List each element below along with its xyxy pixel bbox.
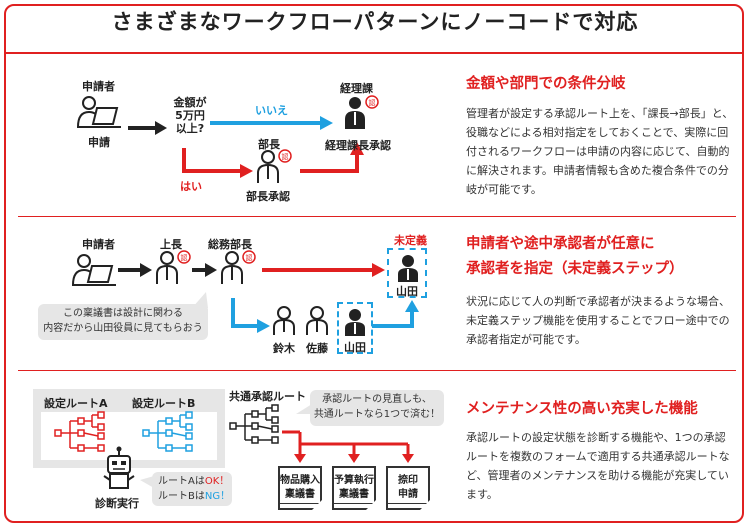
stamp-icon: 認 (181, 253, 188, 262)
diagnose-result-bubble: ルートAはOK！ ルートBはNG！ (152, 472, 232, 506)
gm-person-icon: 認 (221, 250, 256, 284)
section3-body: 承認ルートの設定状態を診断する機能や、1つの承認ルートを複数のフォームで適用する… (466, 431, 730, 501)
result-a-value: OK！ (204, 476, 230, 487)
laptop-user-icon (72, 254, 116, 286)
doc-seal-line2: 申請 (398, 489, 418, 500)
diagnose-label: 診断実行 (95, 497, 139, 510)
s2-undefined-label: 未定義 (394, 234, 427, 247)
common-bubble-line2: 共通ルートなら1つで済む！ (313, 409, 441, 420)
s1-apply-label: 申請 (88, 136, 110, 149)
s1-accounting-label: 経理課 (340, 82, 373, 95)
undefined-person-icon (398, 255, 418, 282)
s1-condition-line1: 金額が (173, 96, 207, 109)
section3-heading: メンテナンス性の高い充実した機能 (466, 401, 698, 417)
s2-gm-label: 総務部長 (208, 238, 252, 251)
s2-sato-label: 佐藤 (306, 342, 328, 355)
s1-manager-approve: 部長承認 (246, 190, 290, 203)
result-b-line: ルートBはNG！ (158, 489, 232, 504)
s1-condition: 金額が 5万円 以上? (170, 96, 210, 135)
outer-frame (4, 4, 744, 523)
suzuki-person-icon (273, 306, 295, 335)
doc-budget: 予算執行 稟議書 (332, 466, 376, 510)
doc-seal: 捺印 申請 (386, 466, 430, 510)
doc-budget-line2: 稟議書 (339, 489, 369, 500)
undefined-step-box (387, 248, 427, 298)
section1-body: 管理者が設定する承認ルート上を、「課長→部長」と、役職などによる相対指定をしてお… (466, 107, 734, 196)
stamp-icon: 認 (282, 152, 289, 161)
accounting-person-icon: 認 (345, 95, 379, 129)
s2-boss-label: 上長 (160, 238, 182, 251)
robot-icon (103, 446, 135, 489)
yamada-candidate-box (337, 302, 373, 354)
section2-heading-2: 承認者を指定（未定義ステップ） (466, 261, 684, 277)
page-title: さまざまなワークフローパターンにノーコードで対応 (111, 10, 639, 34)
s2-bubble-line1: この稟議書は設計に関わる (63, 308, 183, 319)
s2-suzuki-label: 鈴木 (273, 342, 295, 355)
laptop-user-icon (77, 96, 121, 128)
s2-bubble-line2: 内容だから山田役員に見てもらおう (43, 323, 203, 334)
section2-body: 状況に応じて人の判断で承認者が決まるような場合、未定義ステップ機能を使用すること… (466, 295, 730, 346)
route-a-label: 設定ルートA (44, 397, 108, 410)
common-route-tree-icon (229, 404, 279, 444)
doc-seal-line1: 捺印 (398, 475, 418, 486)
s2-bubble-tail (192, 292, 208, 308)
doc-purchase: 物品購入 稟議書 (278, 466, 322, 510)
yamada-person-icon (345, 309, 365, 336)
manager-person-icon: 認 (257, 149, 292, 183)
route-b-label: 設定ルートB (132, 397, 196, 410)
s2-undefined-yamada: 山田 (396, 285, 418, 298)
common-route-bubble: 承認ルートの見直しも、 共通ルートなら1つで済む！ (310, 390, 444, 426)
stamp-icon: 認 (246, 253, 253, 262)
result-a-line: ルートAはOK！ (158, 474, 232, 489)
s1-yes-label: はい (180, 180, 202, 193)
s2-yamada-label: 山田 (344, 341, 366, 354)
result-a-prefix: ルートAは (158, 476, 205, 487)
doc-purchase-line1: 物品購入 (280, 475, 320, 486)
sato-person-icon (306, 306, 328, 335)
boss-person-icon: 認 (156, 250, 191, 284)
section-divider-1 (18, 216, 736, 217)
s2-speech-bubble: この稟議書は設計に関わる 内容だから山田役員に見てもらおう (38, 304, 208, 340)
common-route-label: 共通承認ルート (229, 390, 306, 403)
s1-manager-label: 部長 (258, 138, 280, 151)
common-bubble-line1: 承認ルートの見直しも、 (322, 394, 432, 405)
section-divider-2 (18, 370, 736, 371)
section1-heading: 金額や部門での条件分岐 (466, 76, 626, 92)
s2-applicant-label: 申請者 (82, 238, 115, 251)
result-b-prefix: ルートBは (158, 491, 205, 502)
s1-condition-line2: 5万円 (175, 109, 205, 122)
s1-applicant-label: 申請者 (82, 80, 115, 93)
title-divider (6, 52, 744, 54)
result-bubble-tail (140, 476, 154, 488)
stamp-icon: 認 (369, 98, 376, 107)
common-bubble-tail (296, 404, 312, 414)
s1-accounting-approve: 経理課長承認 (325, 139, 391, 152)
doc-budget-line1: 予算執行 (334, 475, 374, 486)
doc-purchase-line2: 稟議書 (285, 489, 315, 500)
section2-heading-1: 申請者や途中承認者が任意に (466, 236, 655, 252)
s1-condition-line3: 以上? (175, 122, 205, 135)
result-b-value: NG！ (204, 491, 231, 502)
s1-no-label: いいえ (255, 104, 288, 117)
